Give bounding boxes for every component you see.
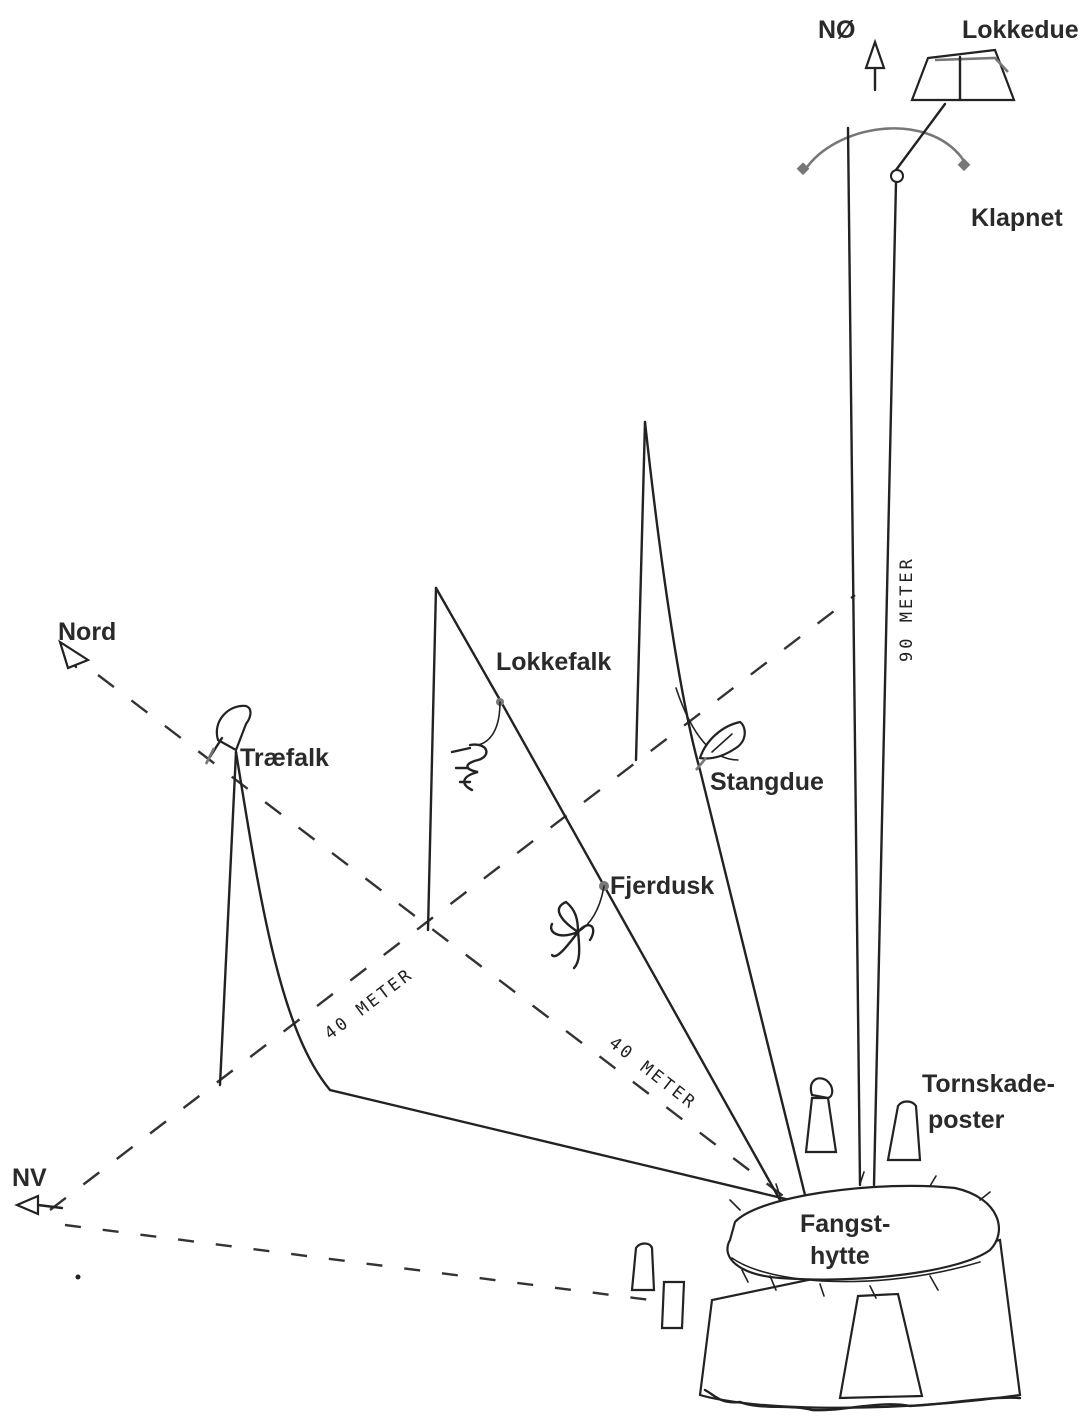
north-arrow-icon (58, 639, 91, 670)
dashed-guides (49, 594, 856, 1309)
north-dashed-line (97, 674, 796, 1206)
shrike-posts (630, 1077, 922, 1330)
north-west-arrow-icon (14, 1194, 64, 1216)
post-small-2 (660, 1280, 686, 1330)
label-shrike-posts-line1: Tornskade- (922, 1070, 1055, 1098)
north-west-dashed-line (64, 1223, 706, 1309)
pole-pigeon-bird-icon (695, 720, 746, 771)
label-shrike-posts-line2: poster (928, 1106, 1005, 1134)
label-lure-falcon: Lokkefalk (496, 648, 611, 676)
label-lure-pigeon: Lokkedue (962, 16, 1079, 44)
lure-pigeon-cage-icon (910, 48, 1016, 102)
label-hut-line2: hytte (810, 1242, 870, 1270)
label-feather-tuft: Fjerdusk (610, 872, 714, 900)
lure-falcon-pole (426, 586, 438, 932)
label-hut-line1: Fangst- (800, 1210, 890, 1238)
label-hobby: Træfalk (240, 744, 329, 772)
speck (75, 1274, 81, 1280)
pole-pigeon-pole (634, 420, 647, 762)
measure-north-west: 40 METER (321, 964, 418, 1044)
label-north-west: NV (12, 1164, 47, 1192)
north-east-dashed-line (49, 594, 856, 1211)
label-north-east: NØ (818, 16, 856, 44)
clap-net-lines (846, 126, 898, 1187)
post-small-1 (630, 1242, 656, 1292)
label-pole-pigeon: Stangdue (710, 768, 824, 796)
catching-hut-icon (698, 1171, 1022, 1412)
label-clap-net: Klapnet (971, 204, 1063, 232)
shrike-post-left (804, 1096, 838, 1154)
hobby-pole (218, 750, 238, 1087)
label-north: Nord (58, 618, 116, 646)
measure-north-east: 90 METER (897, 556, 917, 662)
feather-tuft-icon (549, 881, 609, 970)
measure-north: 40 METER (605, 1033, 701, 1114)
north-east-arrow-icon (864, 38, 886, 92)
shrike-bird-icon (809, 1077, 834, 1100)
lure-falcon-lure-icon (450, 698, 504, 792)
shrike-post-right (886, 1100, 922, 1162)
poles (218, 420, 807, 1202)
hobby-bird-icon (204, 704, 252, 765)
clap-net-icon (796, 102, 971, 183)
